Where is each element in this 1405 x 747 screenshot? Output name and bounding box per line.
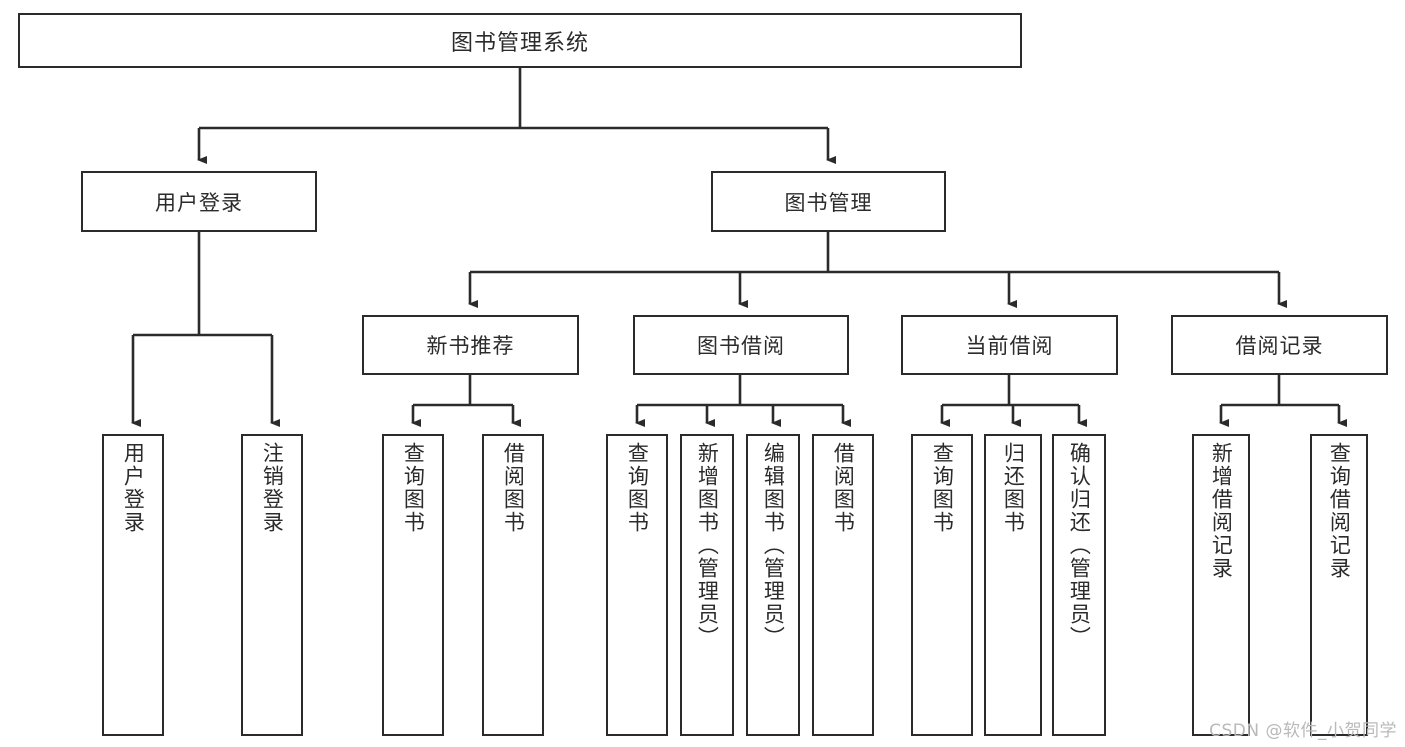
node-root-label: 图书管理系统 xyxy=(450,30,589,56)
node-book-manage-label: 图书管理 xyxy=(784,190,873,215)
leaf-borrow-edit-book[interactable]: 编辑图书（管理员） xyxy=(746,434,800,736)
node-borrow-record[interactable]: 借阅记录 xyxy=(1171,315,1388,375)
leaf-record-query-record-label: 查询借阅记录 xyxy=(1327,442,1352,580)
leaf-user-login[interactable]: 用户登录 xyxy=(102,434,164,736)
node-borrow-record-label: 借阅记录 xyxy=(1235,334,1324,358)
leaf-recommend-query-book-label: 查询图书 xyxy=(401,442,426,534)
node-new-book-recommend-label: 新书推荐 xyxy=(426,334,515,358)
node-user-login-label: 用户登录 xyxy=(155,190,243,215)
leaf-borrow-borrow-book-label: 借阅图书 xyxy=(831,442,856,534)
csdn-watermark: CSDN @软件_小贺同学 xyxy=(1209,721,1397,741)
leaf-borrow-query-book-label: 查询图书 xyxy=(625,442,650,534)
leaf-record-add-record[interactable]: 新增借阅记录 xyxy=(1192,434,1250,736)
node-book-borrow-label: 图书借阅 xyxy=(697,334,785,358)
node-user-login[interactable]: 用户登录 xyxy=(81,171,317,232)
leaf-borrow-add-book-label: 新增图书（管理员） xyxy=(695,442,720,649)
leaf-borrow-query-book[interactable]: 查询图书 xyxy=(606,434,668,736)
leaf-current-confirm-return-label: 确认归还（管理员） xyxy=(1067,442,1092,649)
leaf-user-login-label: 用户登录 xyxy=(121,442,146,534)
leaf-borrow-borrow-book[interactable]: 借阅图书 xyxy=(812,434,874,736)
leaf-current-confirm-return[interactable]: 确认归还（管理员） xyxy=(1052,434,1106,736)
leaf-logout-label: 注销登录 xyxy=(260,442,285,534)
leaf-current-return-book[interactable]: 归还图书 xyxy=(984,434,1042,736)
leaf-record-add-record-label: 新增借阅记录 xyxy=(1209,442,1234,580)
leaf-current-query-book-label: 查询图书 xyxy=(930,442,955,534)
leaf-logout[interactable]: 注销登录 xyxy=(241,434,303,736)
leaf-borrow-add-book[interactable]: 新增图书（管理员） xyxy=(680,434,734,736)
node-root[interactable]: 图书管理系统 xyxy=(18,13,1022,68)
leaf-current-query-book[interactable]: 查询图书 xyxy=(911,434,973,736)
leaf-record-query-record[interactable]: 查询借阅记录 xyxy=(1310,434,1368,736)
node-current-borrow[interactable]: 当前借阅 xyxy=(901,315,1118,375)
leaf-current-return-book-label: 归还图书 xyxy=(1001,442,1026,534)
node-new-book-recommend[interactable]: 新书推荐 xyxy=(362,315,579,375)
leaf-borrow-edit-book-label: 编辑图书（管理员） xyxy=(761,442,786,649)
node-book-manage[interactable]: 图书管理 xyxy=(711,171,946,232)
node-current-borrow-label: 当前借阅 xyxy=(965,334,1054,358)
leaf-recommend-borrow-book-label: 借阅图书 xyxy=(501,442,526,534)
leaf-recommend-borrow-book[interactable]: 借阅图书 xyxy=(482,434,544,736)
node-book-borrow[interactable]: 图书借阅 xyxy=(633,315,849,375)
leaf-recommend-query-book[interactable]: 查询图书 xyxy=(382,434,444,736)
